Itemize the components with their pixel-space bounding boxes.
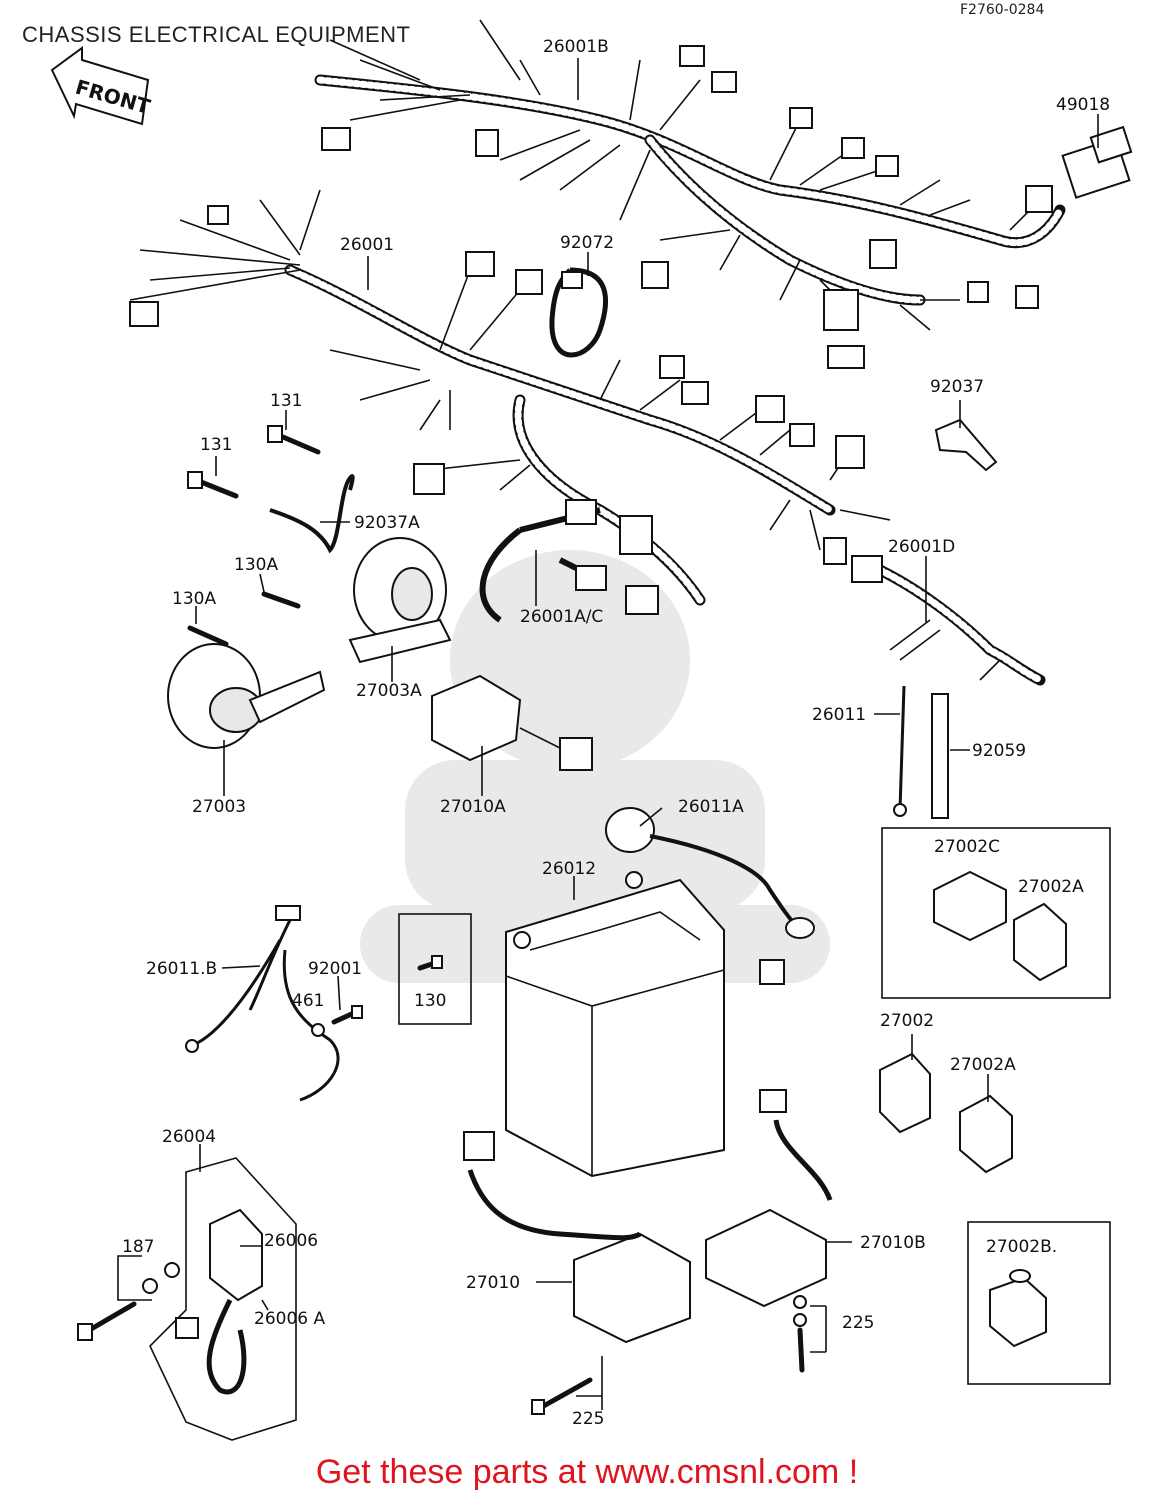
label-27003A: 27003A [356, 681, 422, 701]
label-92059: 92059 [972, 741, 1026, 761]
label-92072: 92072 [560, 233, 614, 253]
wire-harness-26001B [314, 19, 1066, 369]
label-26011: 26011 [812, 705, 866, 725]
label-26012: 26012 [542, 859, 596, 879]
starter-relay-26011A [605, 807, 815, 985]
label-27002C: 27002C [934, 837, 1000, 857]
flasher-27002A [1013, 902, 1067, 982]
label-26001AC: 26001A/C [520, 607, 603, 627]
label-26006A: 26006 A [254, 1309, 325, 1329]
battery-26012 [505, 871, 725, 1178]
flasher-27002A-standalone [959, 1094, 1013, 1174]
label-26011A: 26011A [678, 797, 744, 817]
leader-lines [117, 58, 1099, 1410]
label-26001D: 26001D [888, 537, 955, 557]
label-27003: 27003 [192, 797, 246, 817]
label-26001: 26001 [340, 235, 394, 255]
label-49018: 49018 [1056, 95, 1110, 115]
relay-27010A [431, 674, 593, 771]
regulator-27010B [705, 1089, 833, 1373]
boxed-part-27002C [881, 827, 1111, 999]
label-130A-upper: 130A [234, 555, 278, 575]
connector-49018 [1061, 125, 1133, 199]
label-26006: 26006 [264, 1231, 318, 1251]
bolt-131-pair [187, 425, 355, 554]
tube-92059 [931, 693, 949, 819]
label-92037A: 92037A [354, 513, 420, 533]
label-92001: 92001 [308, 959, 362, 979]
part-labels: 26001B 49018 26001 92072 92037 131 131 9… [122, 37, 1110, 1429]
label-225-right: 225 [842, 1313, 874, 1333]
label-131-upper: 131 [270, 391, 302, 411]
label-26001B: 26001B [543, 37, 609, 57]
battery-cable-26011B [185, 905, 340, 1102]
horn-27003A [261, 537, 452, 664]
label-225-left: 225 [572, 1409, 604, 1429]
label-27010: 27010 [466, 1273, 520, 1293]
label-92037: 92037 [930, 377, 984, 397]
boxed-part-27002B [967, 1221, 1111, 1385]
screw-130 [417, 955, 443, 971]
promo-footer-link[interactable]: Get these parts at www.cmsnl.com ! [315, 1453, 859, 1491]
label-130: 130 [414, 991, 446, 1011]
label-27002A: 27002A [950, 1055, 1016, 1075]
label-27002: 27002 [880, 1011, 934, 1031]
bolt-92001 [311, 1005, 363, 1037]
label-131-lower: 131 [200, 435, 232, 455]
flasher-27002 [879, 1052, 931, 1134]
wire-harness-26001D [851, 555, 1046, 686]
label-461: 461 [292, 991, 324, 1011]
flasher-27002B [989, 1269, 1047, 1348]
label-26011B: 26011.B [146, 959, 217, 979]
boxed-part-130 [398, 913, 472, 1025]
label-27010A: 27010A [440, 797, 506, 817]
label-27002B: 27002B. [986, 1237, 1057, 1257]
wire-harness-26001AC [479, 499, 659, 623]
label-130A-lower: 130A [172, 589, 216, 609]
front-arrow-icon: FRONT [50, 46, 153, 126]
bracket-group-26004 [77, 1157, 297, 1441]
label-26004: 26004 [162, 1127, 216, 1147]
flasher-27002C [933, 870, 1007, 942]
clamp-92037 [934, 418, 998, 472]
reference-code: F2760-0284 [960, 2, 1045, 18]
regulator-27010 [463, 1131, 691, 1415]
label-187: 187 [122, 1237, 154, 1257]
horn-27003 [167, 625, 326, 749]
label-27010B: 27010B [860, 1233, 926, 1253]
label-27002A-boxed: 27002A [1018, 877, 1084, 897]
exploded-parts-diagram: FRONT [50, 19, 1133, 1441]
band-92072 [549, 267, 608, 358]
wire-26011 [893, 685, 907, 817]
page-title: CHASSIS ELECTRICAL EQUIPMENT [22, 22, 411, 47]
